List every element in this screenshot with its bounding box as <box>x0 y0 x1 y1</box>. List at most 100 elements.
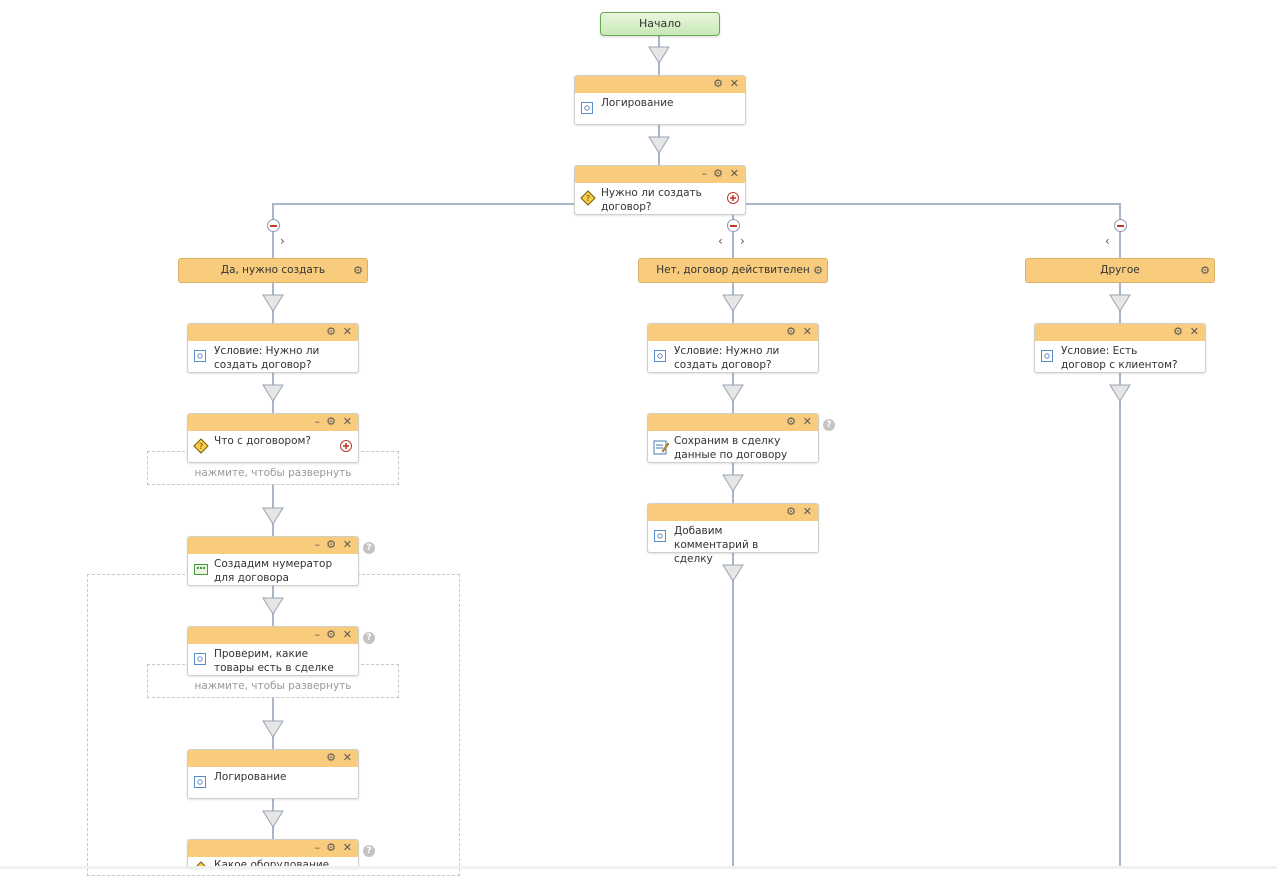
help-icon[interactable]: ? <box>363 845 375 857</box>
activity-label: Логирование <box>214 771 287 783</box>
activity-logging-top[interactable]: ⚙ ✕ Логирование <box>574 75 746 125</box>
activity-label: Нужно ли создать договор? <box>601 187 702 213</box>
collapse-branch-button[interactable] <box>267 219 280 232</box>
gear-icon[interactable]: ⚙ <box>813 264 823 277</box>
activity-header: – ⚙ ✕ <box>575 166 745 183</box>
activity-icon <box>1041 350 1053 362</box>
add-icon[interactable] <box>340 440 352 452</box>
activity-icon <box>194 776 206 788</box>
flow-arrow <box>722 564 744 582</box>
expand-hint: нажмите, чтобы развернуть <box>194 680 352 692</box>
branch-label: Да, нужно создать <box>220 264 326 276</box>
horizontal-scrollbar[interactable] <box>0 866 1277 869</box>
collapse-branch-button[interactable] <box>727 219 740 232</box>
close-icon[interactable]: ✕ <box>342 841 352 854</box>
activity-label: Добавим комментарий в сделку <box>674 525 759 565</box>
activity-label: Создадим нумератор для договора <box>214 558 333 584</box>
gear-icon[interactable]: ⚙ <box>1173 325 1183 338</box>
decision-icon: ? <box>580 190 596 206</box>
gear-icon[interactable]: ⚙ <box>786 325 796 338</box>
close-icon[interactable]: ✕ <box>802 415 812 428</box>
close-icon[interactable]: ✕ <box>802 325 812 338</box>
flow-arrow <box>1109 294 1131 312</box>
activity-icon <box>654 530 666 542</box>
activity-icon <box>194 350 206 362</box>
activity-logging-left[interactable]: ⚙ ✕ Логирование <box>187 749 359 799</box>
start-node[interactable]: Начало <box>600 12 720 36</box>
activity-condition-right[interactable]: ⚙ ✕ Условие: Есть договор с клиентом? <box>1034 323 1206 373</box>
close-icon[interactable]: ✕ <box>802 505 812 518</box>
chevron-right-icon[interactable]: › <box>740 234 745 248</box>
numerator-icon <box>194 563 208 575</box>
flow-arrow <box>722 384 744 402</box>
activity-condition-middle[interactable]: ⚙ ✕ Условие: Нужно ли создать договор? <box>647 323 819 373</box>
close-icon[interactable]: ✕ <box>729 167 739 180</box>
help-icon[interactable]: ? <box>363 632 375 644</box>
branch-no[interactable]: Нет, договор действителен ⚙ <box>638 258 828 283</box>
chevron-left-icon[interactable]: ‹ <box>718 234 723 248</box>
gear-icon[interactable]: ⚙ <box>326 751 336 764</box>
gear-icon[interactable]: ⚙ <box>326 415 336 428</box>
minimize-icon[interactable]: – <box>314 538 321 551</box>
activity-header: ⚙ ✕ <box>188 324 358 341</box>
activity-header: ⚙ ✕ <box>648 504 818 521</box>
activity-condition-left[interactable]: ⚙ ✕ Условие: Нужно ли создать договор? <box>187 323 359 373</box>
gear-icon[interactable]: ⚙ <box>713 77 723 90</box>
gear-icon[interactable]: ⚙ <box>326 628 336 641</box>
gear-icon[interactable]: ⚙ <box>713 167 723 180</box>
flow-arrow <box>262 720 284 738</box>
gear-icon[interactable]: ⚙ <box>786 505 796 518</box>
activity-icon <box>654 350 666 362</box>
flow-arrow <box>262 507 284 525</box>
flow-arrow <box>1109 384 1131 402</box>
minimize-icon[interactable]: – <box>314 841 321 854</box>
minimize-icon[interactable]: – <box>314 628 321 641</box>
help-icon[interactable]: ? <box>823 419 835 431</box>
chevron-right-icon[interactable]: › <box>280 234 285 248</box>
flow-arrow <box>648 46 670 64</box>
decision-equipment[interactable]: – ⚙ ✕ Какое оборудование есть <box>187 839 359 868</box>
flow-arrow <box>648 136 670 154</box>
activity-icon <box>581 102 593 114</box>
close-icon[interactable]: ✕ <box>342 751 352 764</box>
minimize-icon[interactable]: – <box>701 167 708 180</box>
gear-icon[interactable]: ⚙ <box>326 841 336 854</box>
activity-header: – ⚙ ✕ <box>188 627 358 644</box>
branch-yes[interactable]: Да, нужно создать ⚙ <box>178 258 368 283</box>
add-icon[interactable] <box>727 192 739 204</box>
connector-line <box>272 203 274 271</box>
gear-icon[interactable]: ⚙ <box>326 538 336 551</box>
close-icon[interactable]: ✕ <box>729 77 739 90</box>
gear-icon[interactable]: ⚙ <box>786 415 796 428</box>
activity-save-deal[interactable]: ⚙ ✕ Сохраним в сделку данные по договору <box>647 413 819 463</box>
minimize-icon[interactable]: – <box>314 415 321 428</box>
expand-hint: нажмите, чтобы развернуть <box>194 467 352 479</box>
activity-check-goods[interactable]: – ⚙ ✕ Проверим, какие товары есть в сдел… <box>187 626 359 676</box>
connector-line <box>732 203 734 271</box>
activity-label: Логирование <box>601 97 674 109</box>
gear-icon[interactable]: ⚙ <box>326 325 336 338</box>
branch-other[interactable]: Другое ⚙ <box>1025 258 1215 283</box>
gear-icon[interactable]: ⚙ <box>353 264 363 277</box>
activity-header: ⚙ ✕ <box>1035 324 1205 341</box>
collapse-branch-button[interactable] <box>1114 219 1127 232</box>
close-icon[interactable]: ✕ <box>342 628 352 641</box>
activity-header: ⚙ ✕ <box>575 76 745 93</box>
activity-add-comment[interactable]: ⚙ ✕ Добавим комментарий в сделку <box>647 503 819 565</box>
activity-label: Условие: Нужно ли создать договор? <box>214 345 320 371</box>
activity-icon <box>194 653 206 665</box>
branch-label: Другое <box>1100 264 1140 276</box>
decision-icon: ? <box>193 438 209 454</box>
connector-line <box>1119 282 1121 867</box>
close-icon[interactable]: ✕ <box>342 538 352 551</box>
activity-label: Какое оборудование есть <box>214 859 330 868</box>
help-icon[interactable]: ? <box>363 542 375 554</box>
gear-icon[interactable]: ⚙ <box>1200 264 1210 277</box>
decision-create-contract[interactable]: – ⚙ ✕ ? Нужно ли создать договор? <box>574 165 746 215</box>
activity-numerator[interactable]: – ⚙ ✕ Создадим нумератор для договора <box>187 536 359 586</box>
decision-what-contract[interactable]: – ⚙ ✕ ? Что с договором? <box>187 413 359 463</box>
chevron-left-icon[interactable]: ‹ <box>1105 234 1110 248</box>
close-icon[interactable]: ✕ <box>342 325 352 338</box>
close-icon[interactable]: ✕ <box>1189 325 1199 338</box>
close-icon[interactable]: ✕ <box>342 415 352 428</box>
